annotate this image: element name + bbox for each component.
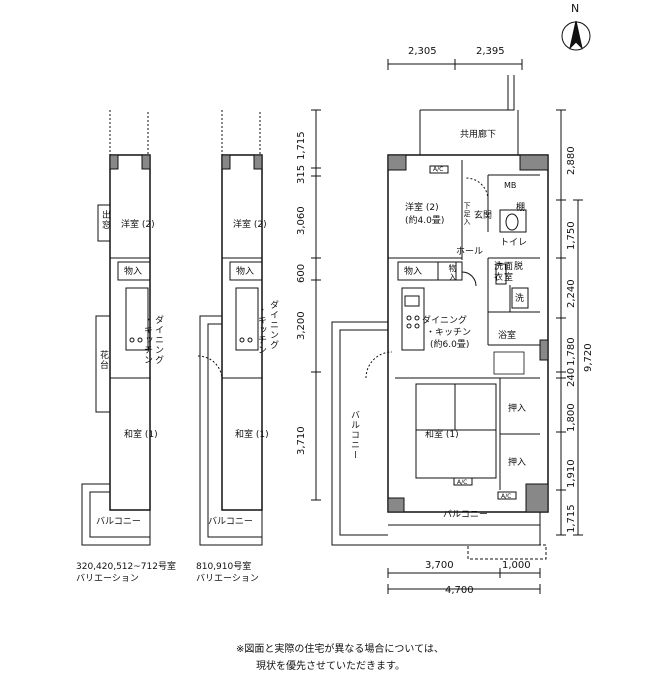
v1-storage-label: 物入 — [124, 267, 143, 277]
v1-balcony-label: バルコニー — [96, 517, 141, 527]
washer-label: 洗 — [515, 294, 525, 304]
dim-right-3: 2,240 — [566, 279, 577, 308]
bath-label: 浴室 — [498, 331, 517, 341]
dim-right-5: 240 — [566, 367, 577, 387]
entrance-label: 玄関 — [474, 211, 493, 221]
dim-top-2: 2,395 — [476, 46, 505, 57]
v1-western-room-label: 洋室 (2) — [121, 220, 155, 230]
v2-balcony-label: バルコニー — [208, 517, 253, 527]
disclaimer-line-1: ※図面と実際の住宅が異なる場合については、 — [236, 644, 444, 655]
dim-bottom-total: 4,700 — [445, 585, 474, 596]
dim-right-2: 1,750 — [566, 221, 577, 250]
dim-right-7: 1,910 — [566, 459, 577, 488]
dining-label: ダイニング — [422, 316, 468, 326]
ac-label-1: A/C — [433, 166, 444, 173]
v1-caption-2: バリエーション — [76, 574, 139, 584]
dim-top-1: 2,305 — [408, 46, 437, 57]
balcony-side-label: バルコニー — [349, 410, 359, 460]
main-outer-wall — [387, 154, 549, 513]
closet-label-1: 押入 — [508, 404, 527, 414]
mb-label: MB — [504, 181, 517, 190]
compass-north-label: N — [571, 2, 580, 15]
v2-kitchen-label: ・キッチン — [256, 305, 266, 355]
shelf-label: 棚 — [516, 203, 526, 213]
disclaimer-line-2: 現状を優先させていただきます。 — [256, 661, 405, 672]
dim-right-total: 9,720 — [583, 343, 594, 372]
western-room-label: 洋室 (2) — [405, 203, 439, 213]
dim-bottom-1: 3,700 — [425, 560, 454, 571]
dim-left-4: 600 — [296, 263, 307, 283]
v1-dining-label: ダイニング — [153, 315, 163, 365]
japanese-room-label: 和室 (1) — [425, 430, 459, 440]
v1-window-label: 出窓 — [100, 210, 110, 230]
v2-storage-label: 物入 — [236, 267, 255, 277]
dim-left-1: 1,715 — [296, 131, 307, 160]
v1-flower-label: 花台 — [98, 350, 108, 370]
dining-area-label: (約6.0畳) — [430, 340, 470, 350]
hall-label: ホール — [456, 247, 484, 257]
ac-label-2: A/C — [457, 479, 468, 486]
storage-label-2: 物入 — [448, 264, 457, 282]
dim-right-6: 1,800 — [566, 403, 577, 432]
corridor-label: 共用廊下 — [460, 130, 497, 140]
closet-label-2: 押入 — [508, 458, 527, 468]
v1-kitchen-label: ・キッチン — [142, 315, 152, 365]
dim-left-3: 3,060 — [296, 206, 307, 235]
v1-caption-1: 320,420,512~712号室 — [76, 562, 176, 572]
v2-western-room-label: 洋室 (2) — [233, 220, 267, 230]
v2-japanese-room-label: 和室 (1) — [235, 430, 269, 440]
dim-left-6: 3,710 — [296, 426, 307, 455]
v1-japanese-room-label: 和室 (1) — [124, 430, 158, 440]
v2-caption-1: 810,910号室 — [196, 562, 252, 572]
toilet-label: トイレ — [500, 238, 528, 248]
balcony-bottom-label: バルコニー — [443, 510, 488, 520]
dim-right-4: 1,780 — [566, 337, 577, 366]
washroom-label: 洗面脱衣室 — [494, 262, 525, 283]
kitchen-label: ・キッチン — [426, 328, 472, 338]
shoe-box-label: 下足入 — [463, 202, 471, 226]
western-room-area: (約4.0畳) — [405, 216, 445, 226]
v2-caption-2: バリエーション — [196, 574, 259, 584]
dim-bottom-2: 1,000 — [502, 560, 531, 571]
dim-left-5: 3,200 — [296, 311, 307, 340]
dim-left-2: 315 — [296, 164, 307, 184]
compass-arrow — [569, 20, 583, 50]
dim-right-8: 1,715 — [566, 504, 577, 533]
storage-label-1: 物入 — [404, 267, 423, 277]
dim-right-1: 2,880 — [566, 146, 577, 175]
ac-label-3: A/C — [501, 493, 512, 500]
v2-dining-label: ダイニング — [268, 300, 278, 350]
